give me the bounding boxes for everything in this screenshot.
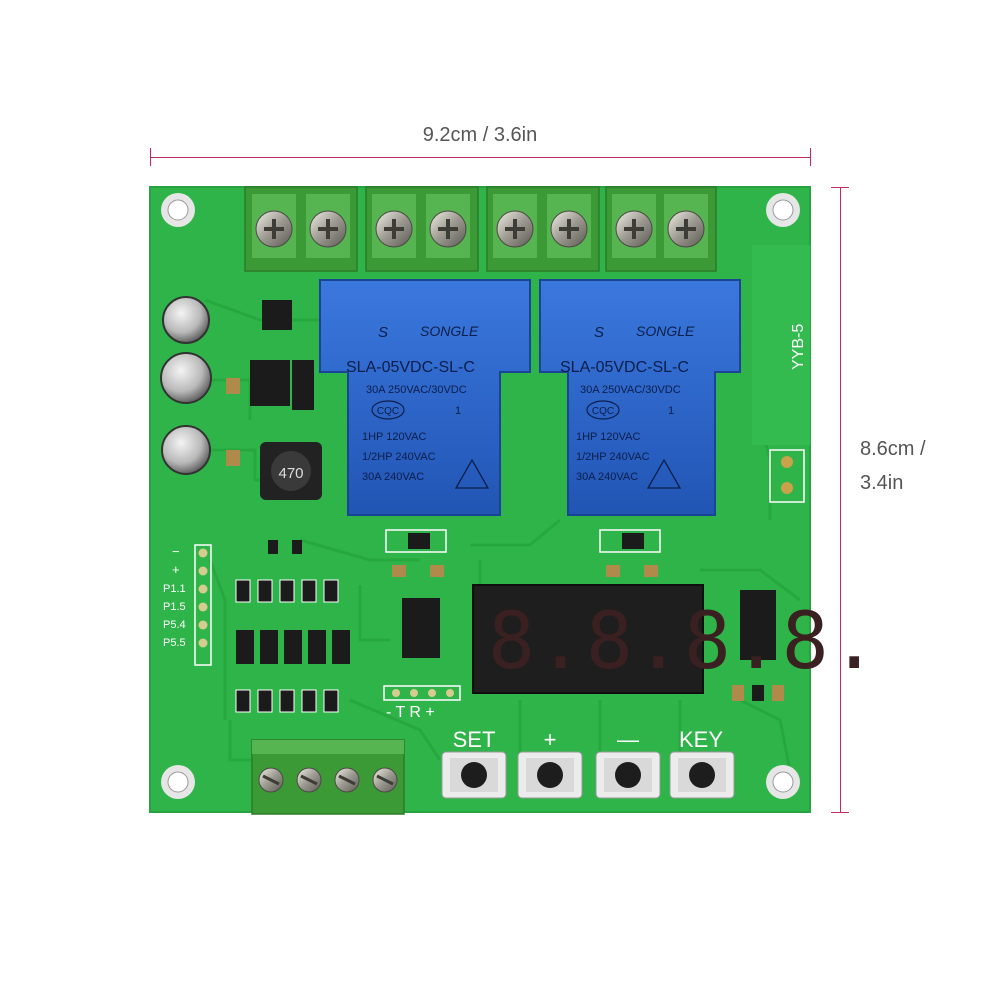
width-label: 9.2cm / 3.6in bbox=[422, 124, 538, 146]
inductor-label: 470 bbox=[278, 465, 303, 482]
relay-1-cert: CQC bbox=[377, 406, 399, 417]
pin-label-minus: − bbox=[172, 544, 180, 559]
relay-2-cert-num: 1 bbox=[668, 405, 674, 417]
pin-label-p55: P5.5 bbox=[163, 637, 186, 649]
plus-button-label: + bbox=[544, 727, 557, 752]
relay-2: S SONGLE SLA-05VDC-SL-C 30A 250VAC/30VDC… bbox=[539, 279, 741, 516]
width-dimension-cap-left bbox=[150, 148, 151, 166]
plus-button[interactable] bbox=[517, 751, 583, 799]
input-terminal-block bbox=[251, 739, 405, 815]
height-label-line2: 3.4in bbox=[860, 472, 904, 494]
height-dimension-line bbox=[840, 187, 841, 812]
height-dimension-cap-top bbox=[831, 187, 849, 188]
pin-label-p15: P1.5 bbox=[163, 601, 186, 613]
width-dimension-cap-right bbox=[810, 148, 811, 166]
serial-header: - T R + bbox=[383, 685, 461, 721]
input-optocouplers bbox=[235, 540, 350, 713]
set-button[interactable] bbox=[441, 751, 507, 799]
relay-2-hp2: 1/2HP 240VAC bbox=[576, 451, 650, 463]
right-header bbox=[769, 449, 805, 503]
key-button[interactable] bbox=[669, 751, 735, 799]
display-digits: 8.8.8.8. bbox=[488, 597, 880, 687]
relay-1-rating2: 30A 240VAC bbox=[362, 471, 424, 483]
mounting-holes bbox=[161, 193, 800, 799]
side-pin-header: − + P1.1 P1.5 P5.4 P5.5 bbox=[163, 544, 212, 666]
relay-1-brand: SONGLE bbox=[420, 323, 479, 339]
model-label: YYB-5 bbox=[790, 324, 807, 370]
model-label-area bbox=[752, 245, 810, 445]
relay-1-hp1: 1HP 120VAC bbox=[362, 431, 426, 443]
pin-label-plus: + bbox=[172, 562, 180, 577]
ic-chips bbox=[402, 590, 784, 701]
minus-button[interactable] bbox=[595, 751, 661, 799]
relay-2-brand-logo: S bbox=[594, 324, 604, 341]
height-dimension-cap-bottom bbox=[831, 812, 849, 813]
relay-driver-transistors bbox=[385, 529, 661, 577]
minus-button-label: — bbox=[617, 727, 639, 752]
relay-2-rating2: 30A 240VAC bbox=[576, 471, 638, 483]
capacitors bbox=[160, 296, 212, 475]
serial-label: - T R + bbox=[386, 704, 435, 721]
height-label: 8.6cm / 3.4in bbox=[860, 432, 926, 500]
relay-1-hp2: 1/2HP 240VAC bbox=[362, 451, 436, 463]
relay-2-cert: CQC bbox=[592, 406, 614, 417]
relay-2-model: SLA-05VDC-SL-C bbox=[560, 359, 689, 376]
relay-1-model: SLA-05VDC-SL-C bbox=[346, 359, 475, 376]
relay-1: S SONGLE SLA-05VDC-SL-C 30A 250VAC/30VDC… bbox=[319, 279, 531, 516]
seven-segment-display: 8.8.8.8. bbox=[472, 584, 880, 694]
key-button-label: KEY bbox=[679, 727, 723, 752]
relay-2-hp1: 1HP 120VAC bbox=[576, 431, 640, 443]
top-screw-terminals bbox=[244, 186, 717, 272]
set-button-label: SET bbox=[453, 727, 496, 752]
inductor: 470 bbox=[260, 442, 322, 500]
height-label-line1: 8.6cm / bbox=[860, 438, 926, 460]
relay-1-cert-num: 1 bbox=[455, 405, 461, 417]
pin-label-p11: P1.1 bbox=[163, 583, 186, 595]
relay-2-rating1: 30A 250VAC/30VDC bbox=[580, 384, 681, 396]
width-dimension-line bbox=[150, 157, 810, 158]
buttons-row: SET + — KEY bbox=[453, 727, 724, 752]
relay-1-brand-logo: S bbox=[378, 324, 388, 341]
relay-1-rating1: 30A 250VAC/30VDC bbox=[366, 384, 467, 396]
smd-components-left bbox=[226, 300, 314, 466]
pin-label-p54: P5.4 bbox=[163, 619, 186, 631]
relay-2-brand: SONGLE bbox=[636, 323, 695, 339]
